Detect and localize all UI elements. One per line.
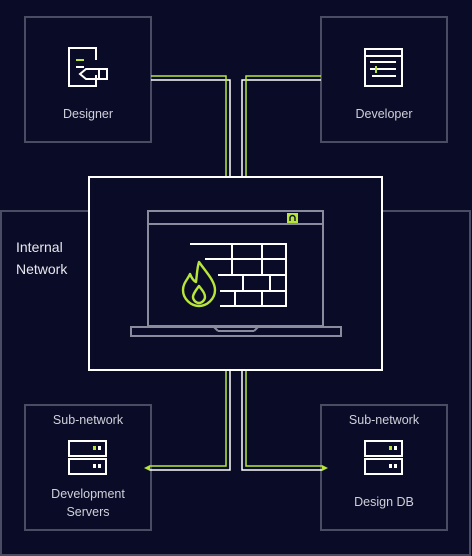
connector-designer: [151, 75, 231, 186]
subnet-left-box: [24, 404, 152, 531]
connector-subnet-left: [144, 371, 231, 471]
developer-box: [320, 16, 448, 143]
subnet-right-title: Sub-network: [348, 413, 420, 427]
laptop-icon: [130, 210, 342, 337]
lock-icon: [287, 213, 298, 223]
flame-icon: [181, 260, 217, 308]
subnet-left-label: Development Servers: [51, 487, 125, 519]
subnet-right-label: Design DB: [354, 495, 414, 509]
connector-subnet-right: [241, 371, 328, 471]
server-icon-left: [68, 440, 107, 475]
developer-label: Developer: [355, 107, 413, 121]
designer-label: Designer: [62, 107, 114, 121]
designer-icon: [68, 47, 108, 87]
connector-developer: [241, 75, 321, 186]
subnet-left-title: Sub-network: [52, 413, 124, 427]
server-icon-right: [364, 440, 403, 475]
subnet-right-box: [320, 404, 448, 531]
firewall-box: [88, 176, 383, 371]
brick-wall-icon: [190, 243, 287, 307]
developer-icon: [364, 48, 403, 87]
internal-network-label: Internal Network: [16, 239, 68, 277]
